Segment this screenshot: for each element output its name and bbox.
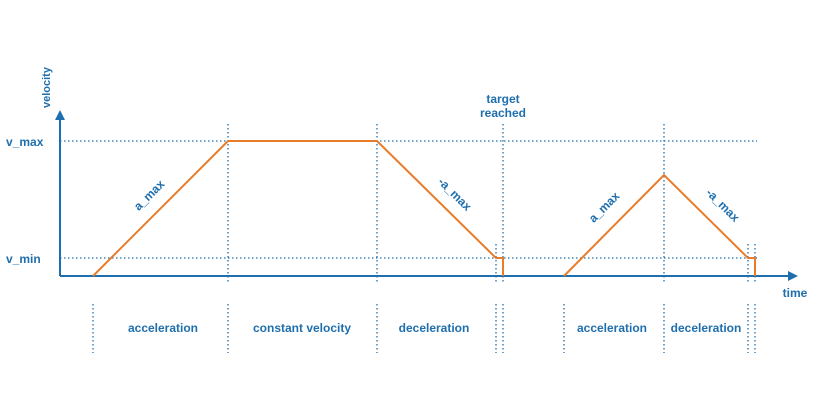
phase-dividers-lower (92, 304, 756, 353)
phase-label-deceleration-1: deceleration (399, 321, 470, 335)
phase-dividers-upper (227, 124, 756, 284)
phase-label-constant-velocity: constant velocity (253, 321, 351, 335)
v-min-label: v_min (6, 252, 41, 266)
slope-label-decel-1: -a_max (435, 175, 474, 214)
phase-label-acceleration-1: acceleration (128, 321, 198, 335)
v-max-label: v_max (6, 135, 44, 149)
x-axis-label: time (783, 286, 808, 300)
target-reached-label-line1: target (486, 92, 519, 106)
slope-label-accel-2: a_max (586, 189, 623, 226)
target-reached-label-line2: reached (480, 106, 526, 120)
phase-label-deceleration-2: deceleration (671, 321, 742, 335)
phase-label-acceleration-2: acceleration (577, 321, 647, 335)
velocity-profile-1 (92, 140, 504, 277)
velocity-profile-2 (563, 173, 756, 277)
y-axis-label: velocity (41, 66, 53, 108)
